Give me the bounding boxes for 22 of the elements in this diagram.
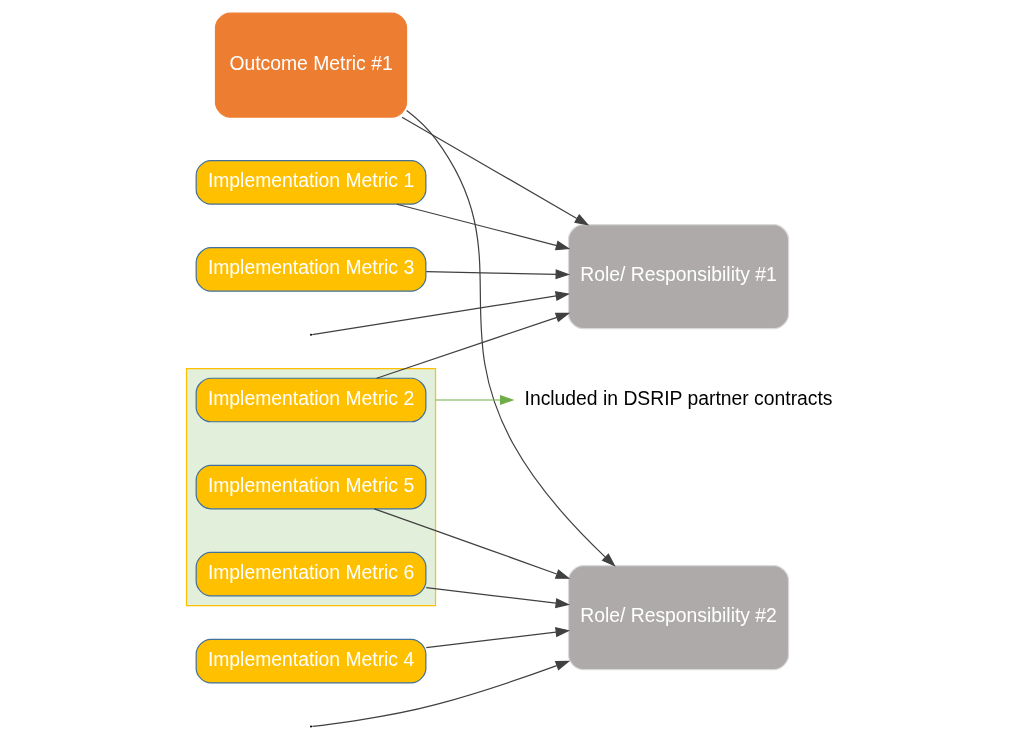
node-box: Outcome Metric #1 — [214, 12, 408, 118]
node-box: Implementation Metric 4 — [195, 638, 427, 684]
cluster — [185, 367, 437, 607]
node-box: Implementation Metric 6 — [195, 551, 427, 597]
node-box: Implementation Metric 3 — [195, 247, 427, 292]
node-box: Implementation Metric 1 — [195, 160, 427, 205]
arrow — [376, 312, 571, 379]
arrow — [425, 269, 571, 280]
node-box: Role/ Responsibility #2 — [567, 565, 790, 671]
arrow — [373, 508, 571, 579]
arrow — [401, 116, 590, 226]
arrow — [311, 660, 571, 727]
node-text: Included in DSRIP partner contracts — [524, 386, 833, 409]
arrow — [425, 627, 571, 649]
arrow — [311, 291, 571, 336]
node-box: Role/ Responsibility #1 — [567, 224, 790, 330]
node-box: Implementation Metric 5 — [195, 464, 427, 510]
arrow — [396, 203, 571, 251]
arrow — [425, 587, 571, 609]
arrow — [406, 109, 616, 567]
node-box: Implementation Metric 2 — [195, 377, 427, 423]
arrow — [434, 394, 515, 406]
